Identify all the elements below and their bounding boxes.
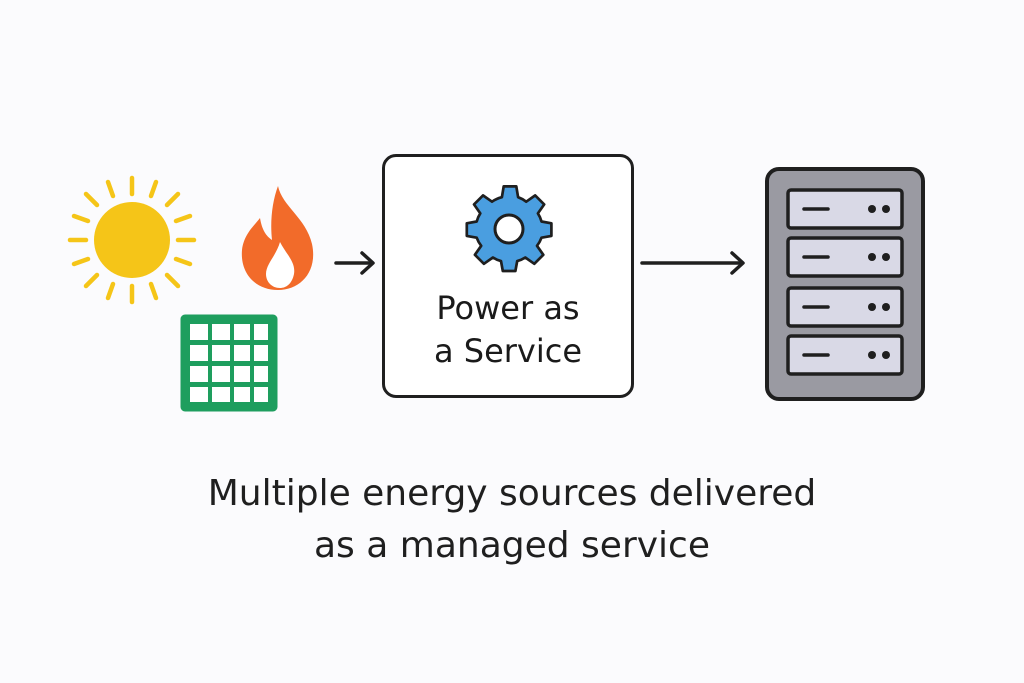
gear-icon [465,185,553,273]
caption: Multiple energy sources delivered as a m… [0,468,1024,572]
service-label: Power as a Service [385,287,631,373]
arrow-right-icon [640,251,745,275]
sun-icon [67,175,197,305]
arrow-right-icon [334,251,375,275]
service-label-line2: a Service [433,332,583,370]
service-box: Power as a Service [382,154,634,398]
flame-icon [241,186,314,290]
server-icon [765,167,925,401]
solar-panel-icon [180,314,278,412]
caption-line1: Multiple energy sources delivered [207,473,817,514]
caption-line2: as a managed service [313,525,711,566]
service-label-line1: Power as [436,289,580,327]
